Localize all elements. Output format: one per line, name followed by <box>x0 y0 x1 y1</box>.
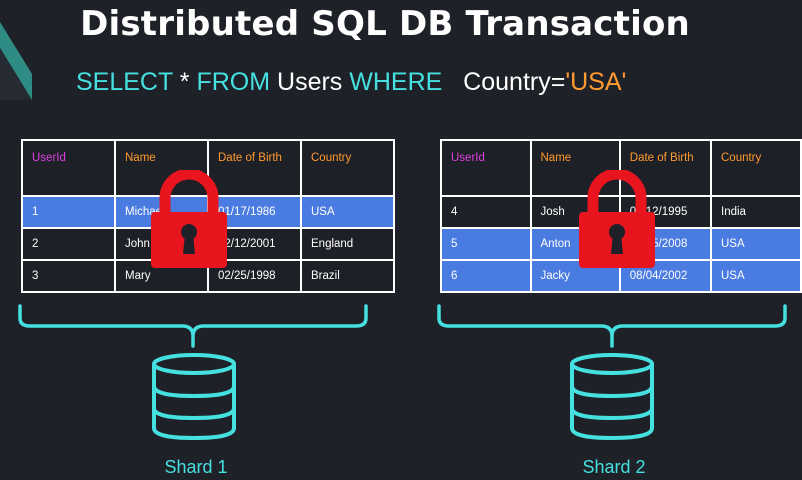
shard-2-label: Shard 2 <box>582 457 646 477</box>
cell-country: USA <box>300 195 395 229</box>
header-name: Name <box>529 139 621 197</box>
query-star: * <box>179 68 190 96</box>
header-country: Country <box>710 139 802 197</box>
lock-icon <box>151 170 227 268</box>
cell-userid: 2 <box>21 227 116 261</box>
query-condition: Country= <box>463 68 566 96</box>
cell-userid: 3 <box>21 259 116 293</box>
query-select-keyword: SELECT <box>76 68 173 96</box>
shard-1-brace <box>18 304 368 348</box>
cell-country: USA <box>710 227 802 261</box>
cell-name: Jacky <box>529 259 621 293</box>
query-table-name: Users <box>277 68 343 96</box>
cell-userid: 5 <box>440 227 532 261</box>
shard-1-label: Shard 1 <box>164 457 228 477</box>
header-userid: UserId <box>440 139 532 197</box>
cell-country: USA <box>710 259 802 293</box>
cell-userid: 4 <box>440 195 532 229</box>
shard-2-brace <box>437 304 787 348</box>
page-title: Distributed SQL DB Transaction <box>80 4 690 44</box>
cell-country: England <box>300 227 395 261</box>
header-userid: UserId <box>21 139 116 197</box>
sql-query: SELECT * FROM Users WHERE Country='USA' <box>76 68 626 97</box>
corner-decoration <box>0 22 32 100</box>
table-row: 4 Josh 01/12/1995 India <box>440 195 802 229</box>
table-header-row: UserId Name Date of Birth Country <box>440 139 802 197</box>
database-icon <box>152 353 236 441</box>
cell-country: Brazil <box>300 259 395 293</box>
table-header-row: UserId Name Date of Birth Country <box>21 139 395 197</box>
cell-dob: 02/25/1998 <box>207 259 302 293</box>
lock-icon <box>579 170 655 268</box>
header-country: Country <box>300 139 395 197</box>
cell-country: India <box>710 195 802 229</box>
cell-userid: 6 <box>440 259 532 293</box>
database-icon <box>570 353 654 441</box>
cell-userid: 1 <box>21 195 116 229</box>
query-value: 'USA' <box>565 68 627 96</box>
header-date-of-birth: Date of Birth <box>207 139 302 197</box>
query-where-keyword: WHERE <box>349 68 443 96</box>
query-from-keyword: FROM <box>196 68 271 96</box>
